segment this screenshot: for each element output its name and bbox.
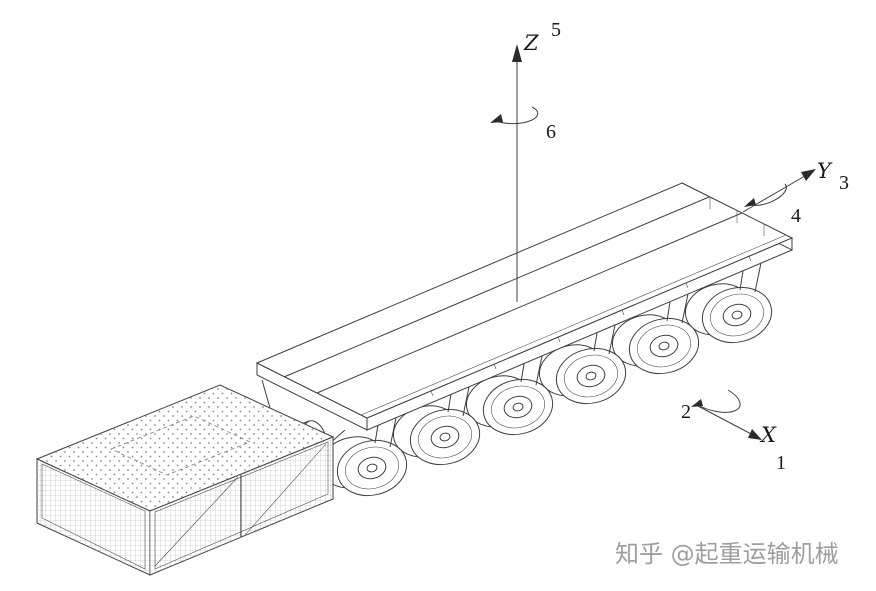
- axis-z: [490, 44, 539, 302]
- wheel-bogie-2: [392, 405, 481, 466]
- callout-4: 4: [791, 205, 801, 227]
- callout-5: 5: [551, 19, 561, 41]
- wheel-bogie-1: [319, 436, 408, 497]
- axis-y-arrowhead: [801, 169, 816, 181]
- axis-x: [691, 389, 762, 440]
- suspension-links: [374, 262, 762, 448]
- wheel-group: [319, 283, 773, 497]
- rotation-arrow-x: [695, 389, 741, 413]
- rotation-arrow-z: [493, 106, 539, 125]
- axis-z-label: Z: [523, 31, 539, 55]
- axis-x-label: X: [759, 423, 777, 447]
- power-pack-hatch: [109, 415, 252, 476]
- callout-2: 2: [681, 401, 691, 423]
- axis-y: [742, 169, 816, 213]
- wheel-bogie-6: [684, 283, 773, 344]
- axis-z-arrowhead: [512, 44, 522, 62]
- axis-x-arrowhead: [748, 429, 762, 440]
- wheel-bogie-3: [465, 375, 554, 436]
- callout-3: 3: [839, 172, 849, 194]
- wheel-bogie-4: [538, 344, 627, 405]
- callout-1: 1: [776, 452, 786, 474]
- callout-6: 6: [546, 121, 556, 143]
- deck-top-face: [255, 182, 794, 419]
- axis-y-label: Y: [817, 159, 833, 183]
- deck-edge-fittings: [430, 197, 765, 397]
- power-pack-unit: [35, 384, 335, 576]
- deck: [255, 182, 794, 431]
- wheel-bogie-5: [611, 314, 700, 375]
- watermark-text: 知乎 @起重运输机械: [615, 540, 839, 568]
